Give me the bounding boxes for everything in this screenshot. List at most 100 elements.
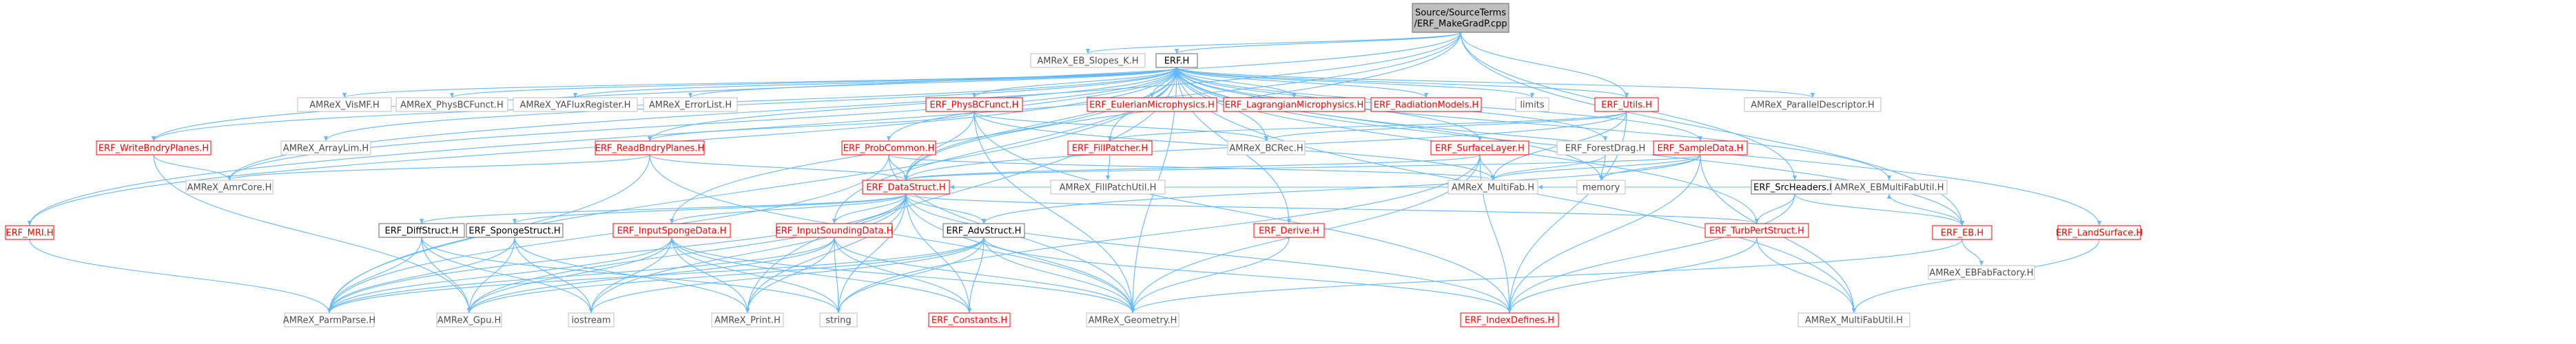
node-erf-srcheaders-h[interactable]: ERF_SrcHeaders.H: [1751, 180, 1839, 195]
node-erf-writebndryplanes-h[interactable]: ERF_WriteBndryPlanes.H: [96, 140, 212, 155]
node-box: [1086, 312, 1179, 327]
node-label: AMReX_PhysBCFunct.H: [400, 100, 504, 111]
edge-probcommon-to-parmparse: [327, 154, 889, 314]
nodes-layer: Source/SourceTerms/ERF_MakeGradP.cppAMRe…: [5, 3, 2143, 327]
node-erf-mri-h[interactable]: ERF_MRI.H: [5, 225, 54, 240]
node-label: ERF_Utils.H: [1601, 100, 1652, 111]
edge-fillpatcher-to-fillpatchutil: [1105, 154, 1111, 181]
edge-advstruct-to-indexdefines: [983, 237, 1512, 314]
node-label: AMReX_EBFabFactory.H: [1929, 268, 2033, 279]
node-box: [1831, 180, 1948, 195]
edge-erfh-to-yafluxreg: [573, 67, 1177, 98]
edge-mri-to-parmparse: [29, 239, 332, 314]
node-label: ERF_WriteBndryPlanes.H: [99, 144, 209, 154]
node-erf-spongestruct-h[interactable]: ERF_SpongeStruct.H: [466, 223, 564, 238]
edge-turbpert-to-multifabutil: [1756, 237, 1857, 314]
node-label: ERF_SrcHeaders.H: [1753, 183, 1836, 193]
node-box: [928, 312, 1011, 327]
node-label: ERF_InputSpongeData.H: [617, 226, 727, 237]
node-erf-turbpertstruct-h[interactable]: ERF_TurbPertStruct.H: [1704, 223, 1809, 238]
node-erf-readbndryplanes-h[interactable]: ERF_ReadBndryPlanes.H: [595, 140, 705, 155]
node-box: [776, 223, 893, 238]
node-label: /ERF_MakeGradP.cpp: [1414, 19, 1507, 30]
edge-advstruct-to-geometry: [983, 237, 1135, 314]
edge-diffstruct-to-gpu: [421, 237, 472, 314]
edge-erfh-to-probcommon: [886, 67, 1177, 142]
node-label: AMReX_ErrorList.H: [649, 100, 732, 111]
edge-erfh-to-amrcore: [227, 67, 1177, 181]
node-box: [1447, 180, 1538, 195]
edge-sampledata-to-advstruct: [982, 154, 1701, 224]
node-erf-probcommon-h[interactable]: ERF_ProbCommon.H: [841, 140, 936, 155]
node-box: [2057, 225, 2141, 240]
node-amrex-yafluxregister-h: AMReX_YAFluxRegister.H: [513, 97, 638, 112]
edge-advstruct-to-parmparse: [327, 237, 985, 314]
node-box: [1412, 3, 1509, 33]
edge-srcheaders-to-indexdefines: [1507, 193, 1795, 314]
node-erf-inputsoundingdata-h[interactable]: ERF_InputSoundingData.H: [776, 223, 894, 238]
node-erf-eulerianmicrophysics-h[interactable]: ERF_EulerianMicrophysics.H: [1086, 97, 1217, 112]
node-amrex-eb-slopes-k-h: AMReX_EB_Slopes_K.H: [1030, 53, 1146, 68]
edge-datastruct-to-indexdefines: [905, 193, 1512, 314]
node-box: [1932, 225, 1992, 240]
node-box: [1744, 97, 1882, 112]
edge-datastruct-to-geometry: [905, 193, 1135, 314]
node-label: ERF_TurbPertStruct.H: [1709, 226, 1804, 237]
node-erf-lagrangianmicrophysics-h[interactable]: ERF_LagrangianMicrophysics.H: [1223, 97, 1366, 112]
node-erf-constants-h[interactable]: ERF_Constants.H: [928, 312, 1011, 327]
node-erf-physbcfunct-h[interactable]: ERF_PhysBCFunct.H: [925, 97, 1023, 112]
node-erf-inputspongedata-h[interactable]: ERF_InputSpongeData.H: [612, 223, 731, 238]
edge-inputsounding-to-geometry: [834, 237, 1135, 314]
node-erf-radiationmodels-h[interactable]: ERF_RadiationModels.H: [1370, 97, 1482, 112]
node-erf-diffstruct-h[interactable]: ERF_DiffStruct.H: [378, 223, 465, 238]
node-erf-indexdefines-h[interactable]: ERF_IndexDefines.H: [1460, 312, 1559, 327]
edge-diffstruct-to-iostream: [421, 237, 594, 314]
node-label: AMReX_Gpu.H: [437, 316, 501, 326]
node-box: [280, 140, 371, 155]
edge-datastruct-to-string: [836, 193, 907, 314]
edge-erfh-to-physbcfunct_amrex: [450, 67, 1177, 98]
node-box: [466, 223, 564, 238]
node-erf-landsurface-h[interactable]: ERF_LandSurface.H: [2056, 225, 2143, 240]
node-box: [1086, 97, 1217, 112]
node-label: ERF_ProbCommon.H: [843, 144, 935, 154]
node-source-sourceterms-erf-makegradp-cpp[interactable]: Source/SourceTerms/ERF_MakeGradP.cpp: [1412, 3, 1509, 33]
node-box: [819, 312, 858, 327]
node-erf-advstruct-h[interactable]: ERF_AdvStruct.H: [942, 223, 1025, 238]
node-label: AMReX_MultiFab.H: [1452, 183, 1534, 193]
node-label: AMReX_YAFluxRegister.H: [519, 100, 630, 111]
node-box: [378, 223, 465, 238]
edge-datastruct-to-iostream: [588, 193, 907, 314]
node-string: string: [819, 312, 858, 327]
node-box: [284, 312, 375, 327]
node-label: AMReX_EB_Slopes_K.H: [1037, 56, 1138, 67]
node-erf-sampledata-h[interactable]: ERF_SampleData.H: [1653, 140, 1748, 155]
node-box: [297, 97, 392, 112]
node-erf-fillpatcher-h[interactable]: ERF_FillPatcher.H: [1067, 140, 1153, 155]
edge-readbndry-to-datastruct: [649, 154, 908, 181]
node-box: [96, 140, 212, 155]
node-box: [1653, 140, 1748, 155]
node-label: ERF_ReadBndryPlanes.H: [595, 144, 705, 154]
node-erf-surfacelayer-h[interactable]: ERF_SurfaceLayer.H: [1430, 140, 1529, 155]
edge-advstruct-to-gpu: [467, 237, 985, 314]
node-box: [1797, 312, 1910, 327]
node-amrex-print-h: AMReX_Print.H: [711, 312, 784, 327]
node-erf-h[interactable]: ERF.H: [1155, 53, 1198, 68]
node-box: [1030, 53, 1146, 68]
node-amrex-ebfabfactory-h: AMReX_EBFabFactory.H: [1928, 265, 2035, 280]
node-erf-utils-h[interactable]: ERF_Utils.H: [1594, 97, 1659, 112]
node-box: [711, 312, 784, 327]
node-iostream: iostream: [568, 312, 615, 327]
node-box: [1460, 312, 1559, 327]
node-label: ERF_IndexDefines.H: [1465, 316, 1554, 326]
node-erf-derive-h[interactable]: ERF_Derive.H: [1253, 223, 1325, 238]
node-erf-eb-h[interactable]: ERF_EB.H: [1932, 225, 1992, 240]
edge-erfh-to-radiation: [1176, 67, 1428, 98]
edge-readbndry-to-amrcore: [227, 154, 650, 181]
node-erf-datastruct-h[interactable]: ERF_DataStruct.H: [862, 180, 950, 195]
node-amrex-parmparse-h: AMReX_ParmParse.H: [283, 312, 375, 327]
edge-utils-to-bcrec: [1264, 111, 1627, 142]
node-box: [513, 97, 638, 112]
